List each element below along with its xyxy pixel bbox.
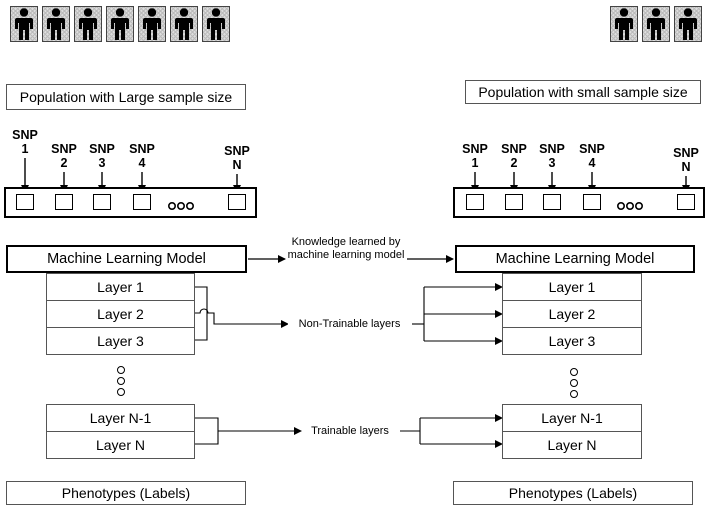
right-model-title: Machine Learning Model: [455, 245, 695, 273]
right-layer-n: Layer N: [502, 431, 642, 459]
right-snp-4: SNP 4: [575, 142, 609, 170]
left-layer-3: Layer 3: [46, 327, 195, 355]
right-genotype-cell: [543, 194, 561, 210]
left-snp-n: SNP N: [220, 144, 254, 172]
person-icon: [170, 6, 198, 42]
left-vertical-ellipsis-dot: [117, 366, 125, 374]
left-population-label: Population with Large sample size: [6, 84, 246, 110]
right-phenotypes-label: Phenotypes (Labels): [453, 481, 693, 505]
snp-text: SNP: [462, 142, 488, 156]
snp-text: SNP: [224, 144, 250, 158]
snp-text: SNP: [51, 142, 77, 156]
left-layer-n: Layer N: [46, 431, 195, 459]
snp-index: 4: [588, 156, 596, 170]
left-layer-n-1: Layer N-1: [46, 404, 195, 432]
snp-index: 4: [138, 156, 146, 170]
snp-text: SNP: [579, 142, 605, 156]
snp-text: SNP: [539, 142, 565, 156]
ellipsis-icon: [616, 198, 645, 216]
right-genotype-cell: [583, 194, 601, 210]
right-layer-n-1: Layer N-1: [502, 404, 642, 432]
snp-index: 3: [548, 156, 556, 170]
right-genotype-cell: [677, 194, 695, 210]
person-icon: [674, 6, 702, 42]
left-snp-4: SNP 4: [125, 142, 159, 170]
left-phenotypes-label: Phenotypes (Labels): [6, 481, 246, 505]
right-snp-3: SNP 3: [535, 142, 569, 170]
snp-text: SNP: [129, 142, 155, 156]
right-layer-2: Layer 2: [502, 300, 642, 328]
person-icon: [202, 6, 230, 42]
trainable-layers-label: Trainable layers: [302, 423, 398, 440]
right-genotype-cell: [505, 194, 523, 210]
right-snp-n: SNP N: [669, 146, 703, 174]
left-genotype-cell: [16, 194, 34, 210]
knowledge-transfer-label: Knowledge learned by machine learning mo…: [286, 236, 406, 262]
person-icon: [42, 6, 70, 42]
person-icon: [610, 6, 638, 42]
snp-text: SNP: [673, 146, 699, 160]
left-layer-1: Layer 1: [46, 273, 195, 301]
left-layer-2: Layer 2: [46, 300, 195, 328]
snp-text: SNP: [12, 128, 38, 142]
left-genotype-strip: [4, 187, 257, 218]
left-genotype-cell: [133, 194, 151, 210]
right-snp-2: SNP 2: [497, 142, 531, 170]
left-genotype-cell: [93, 194, 111, 210]
person-icon: [106, 6, 134, 42]
non-trainable-layers-label: Non-Trainable layers: [288, 316, 411, 333]
snp-index: 1: [471, 156, 479, 170]
right-vertical-ellipsis-dot: [570, 390, 578, 398]
left-vertical-ellipsis-dot: [117, 377, 125, 385]
right-vertical-ellipsis-dot: [570, 379, 578, 387]
right-vertical-ellipsis-dot: [570, 368, 578, 376]
right-layer-1: Layer 1: [502, 273, 642, 301]
person-icon: [10, 6, 38, 42]
snp-text: SNP: [501, 142, 527, 156]
person-icon: [642, 6, 670, 42]
snp-index: N: [232, 158, 242, 172]
snp-index: N: [681, 160, 691, 174]
snp-index: 1: [21, 142, 29, 156]
snp-index: 2: [60, 156, 68, 170]
right-snp-1: SNP 1: [458, 142, 492, 170]
left-model-title: Machine Learning Model: [6, 245, 247, 273]
right-genotype-cell: [466, 194, 484, 210]
left-snp-3: SNP 3: [85, 142, 119, 170]
left-snp-2: SNP 2: [47, 142, 81, 170]
snp-index: 2: [510, 156, 518, 170]
right-genotype-strip: [453, 187, 705, 218]
left-snp-1: SNP 1: [8, 128, 42, 156]
person-icon: [74, 6, 102, 42]
snp-text: SNP: [89, 142, 115, 156]
left-genotype-cell: [228, 194, 246, 210]
left-vertical-ellipsis-dot: [117, 388, 125, 396]
person-icon: [138, 6, 166, 42]
ellipsis-icon: [167, 198, 196, 216]
right-layer-3: Layer 3: [502, 327, 642, 355]
left-genotype-cell: [55, 194, 73, 210]
right-population-label: Population with small sample size: [465, 80, 701, 104]
snp-index: 3: [98, 156, 106, 170]
